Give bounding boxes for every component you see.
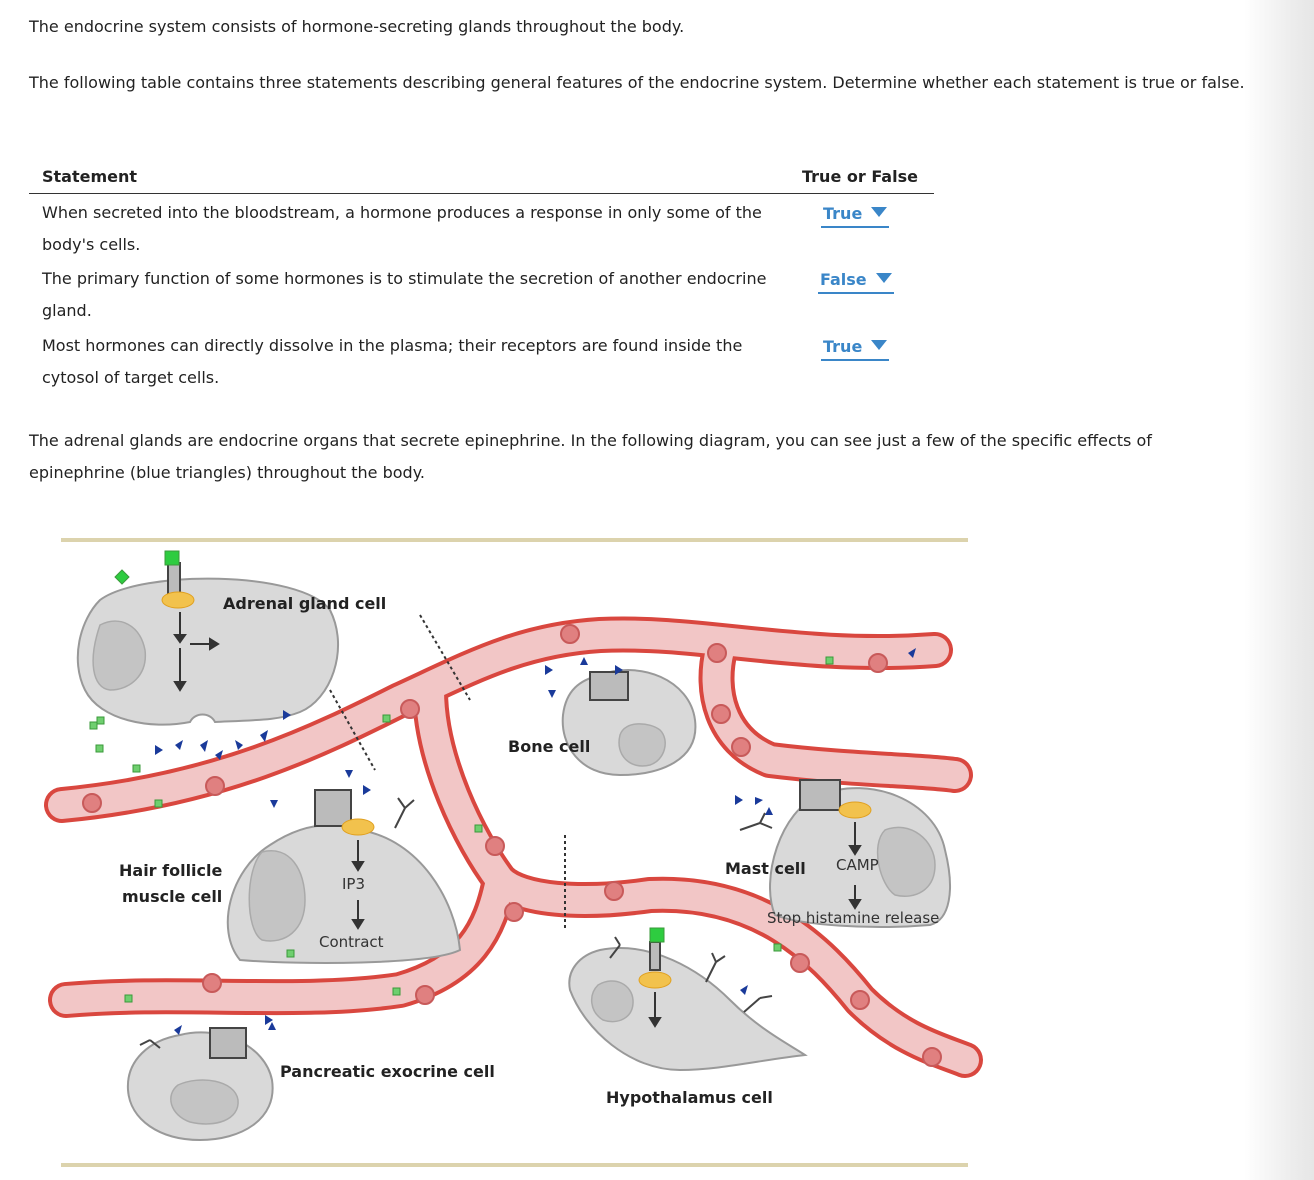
label-hair-follicle: Hair follicle: [119, 861, 223, 880]
blood-vessels: [44, 616, 983, 1078]
epinephrine-triangles: [155, 648, 916, 1035]
dotted-markers: [329, 614, 566, 930]
header-statement: Statement: [42, 167, 138, 186]
cell-nuclei: [92, 620, 936, 1125]
label-ip3: IP3: [342, 875, 365, 893]
label-camp: CAMP: [836, 856, 879, 874]
label-pancreatic-exocrine-cell: Pancreatic exocrine cell: [280, 1062, 495, 1081]
chevron-down-icon: [871, 207, 888, 217]
scroll-shadow: [1244, 0, 1314, 1180]
red-blood-cells: [82, 624, 942, 1067]
dropdown-value: False: [820, 270, 867, 289]
signal-arrows: [173, 612, 862, 1028]
green-squares: [89, 550, 834, 1003]
dropdown-value: True: [823, 337, 863, 356]
table-row: Most hormones can directly dissolve in t…: [29, 326, 934, 392]
label-contract: Contract: [319, 933, 384, 951]
label-hypothalamus-cell: Hypothalamus cell: [606, 1088, 773, 1107]
label-muscle-cell: muscle cell: [122, 887, 222, 906]
intro-text-1: The endocrine system consists of hormone…: [29, 17, 685, 36]
statements-table: Statement True or False When secreted in…: [29, 158, 934, 392]
statement-text: Most hormones can directly dissolve in t…: [42, 336, 743, 387]
statement-text: When secreted into the bloodstream, a ho…: [42, 203, 762, 254]
label-bone-cell: Bone cell: [508, 737, 590, 756]
enzyme-activation: [161, 591, 872, 989]
chevron-down-icon: [875, 273, 892, 283]
table-header: Statement True or False: [29, 158, 934, 194]
label-mast-cell: Mast cell: [725, 859, 806, 878]
adrenal-paragraph: The adrenal glands are endocrine organs …: [29, 431, 1152, 482]
label-adrenal-gland-cell: Adrenal gland cell: [223, 594, 386, 613]
dropdown-value: True: [823, 204, 863, 223]
answer-dropdown-1[interactable]: True: [821, 204, 890, 228]
intro-text-2: The following table contains three state…: [29, 73, 1245, 92]
chevron-down-icon: [871, 340, 888, 350]
statement-text: The primary function of some hormones is…: [42, 269, 767, 320]
table-row: When secreted into the bloodstream, a ho…: [29, 194, 934, 260]
answer-dropdown-2[interactable]: False: [818, 270, 894, 294]
label-stop-histamine: Stop histamine release: [767, 909, 939, 927]
answer-dropdown-3[interactable]: True: [821, 337, 890, 361]
header-true-false: True or False: [802, 167, 918, 186]
table-row: The primary function of some hormones is…: [29, 260, 934, 326]
receptors: [139, 562, 841, 1059]
